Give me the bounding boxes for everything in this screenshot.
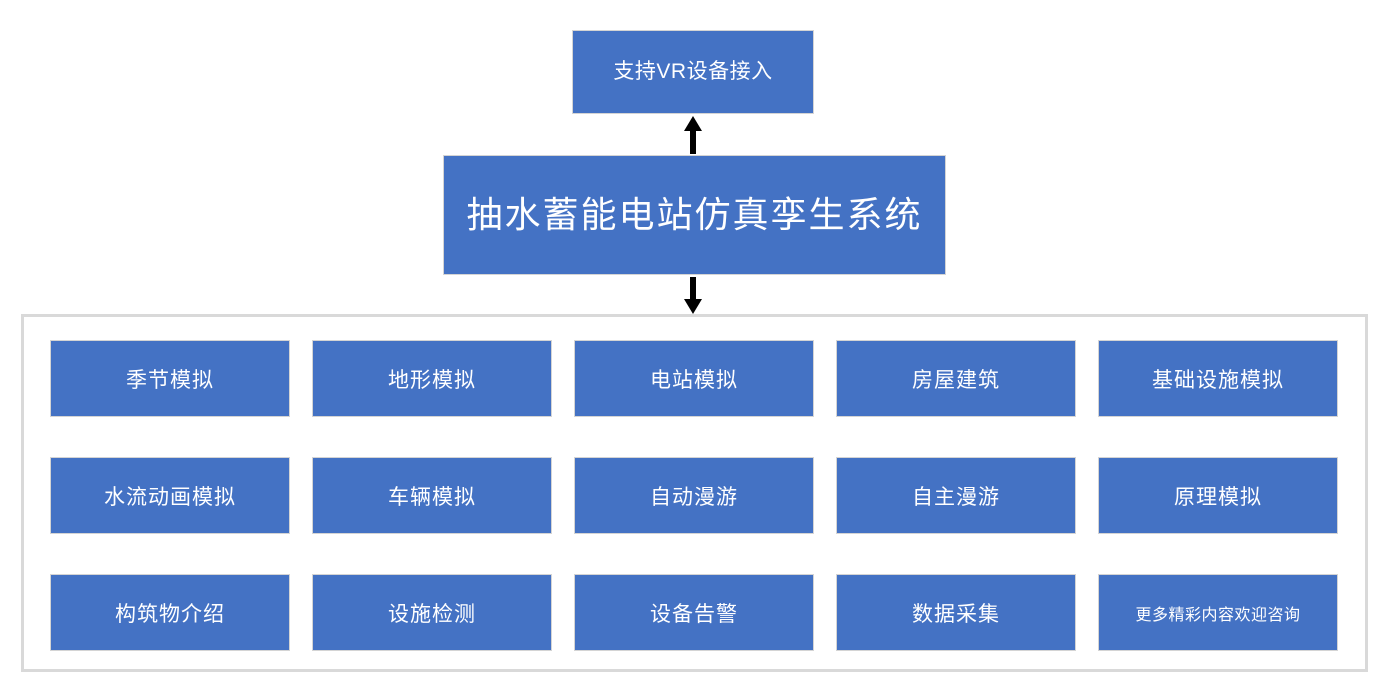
vr-support-label: 支持VR设备接入: [613, 59, 773, 83]
module-card-label: 数据采集: [912, 602, 1000, 626]
module-card-label: 设备告警: [650, 602, 738, 626]
module-card[interactable]: 构筑物介绍: [50, 574, 290, 651]
module-card[interactable]: 地形模拟: [312, 340, 552, 417]
module-card[interactable]: 设施检测: [312, 574, 552, 651]
module-card-label: 水流动画模拟: [104, 485, 236, 509]
arrow-down-icon: [681, 277, 705, 314]
module-card[interactable]: 原理模拟: [1098, 457, 1338, 534]
module-card[interactable]: 基础设施模拟: [1098, 340, 1338, 417]
module-card-label: 自动漫游: [650, 485, 738, 509]
system-title-node[interactable]: 抽水蓄能电站仿真孪生系统: [443, 155, 946, 275]
module-card-label: 地形模拟: [388, 368, 476, 392]
module-card[interactable]: 数据采集: [836, 574, 1076, 651]
module-card-label: 车辆模拟: [388, 485, 476, 509]
module-card-label: 房屋建筑: [912, 368, 1000, 392]
system-title-label: 抽水蓄能电站仿真孪生系统: [466, 194, 923, 236]
module-card-label: 构筑物介绍: [115, 602, 225, 626]
vr-support-node[interactable]: 支持VR设备接入: [572, 30, 814, 114]
module-card[interactable]: 车辆模拟: [312, 457, 552, 534]
module-card[interactable]: 电站模拟: [574, 340, 814, 417]
arrow-up-icon: [681, 116, 705, 154]
module-card[interactable]: 自主漫游: [836, 457, 1076, 534]
module-card[interactable]: 自动漫游: [574, 457, 814, 534]
module-card[interactable]: 季节模拟: [50, 340, 290, 417]
module-card[interactable]: 房屋建筑: [836, 340, 1076, 417]
module-card[interactable]: 水流动画模拟: [50, 457, 290, 534]
module-card[interactable]: 更多精彩内容欢迎咨询: [1098, 574, 1338, 651]
module-card-label: 原理模拟: [1174, 485, 1262, 509]
module-card-label: 自主漫游: [912, 485, 1000, 509]
module-card-label: 季节模拟: [126, 368, 214, 392]
module-card-label: 更多精彩内容欢迎咨询: [1135, 606, 1301, 624]
module-card-label: 基础设施模拟: [1152, 368, 1284, 392]
module-grid: 季节模拟 地形模拟 电站模拟 房屋建筑 基础设施模拟水流动画模拟 车辆模拟 自动漫游 自主漫游…: [50, 340, 1342, 651]
module-card-label: 电站模拟: [650, 368, 738, 392]
module-card-label: 设施检测: [388, 602, 476, 626]
module-card[interactable]: 设备告警: [574, 574, 814, 651]
modules-container: 季节模拟 地形模拟 电站模拟 房屋建筑 基础设施模拟水流动画模拟 车辆模拟 自动漫游 自主漫游…: [21, 314, 1368, 672]
